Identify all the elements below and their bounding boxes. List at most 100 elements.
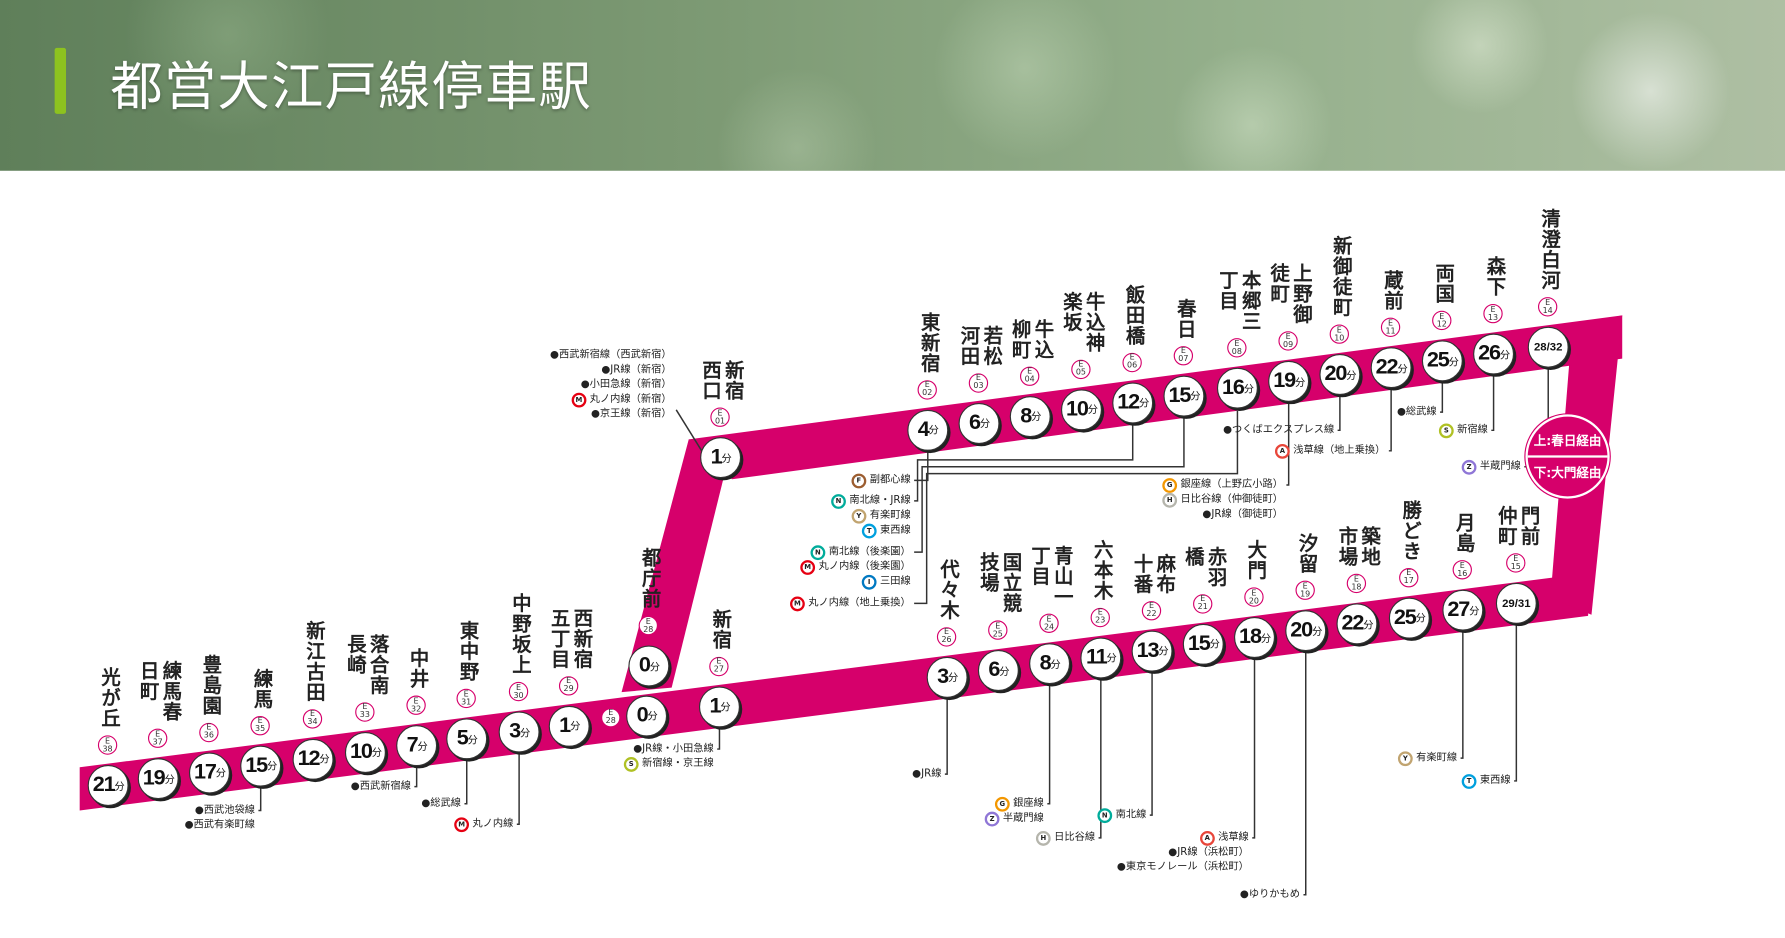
transfer-label: ●総武線	[421, 798, 462, 810]
minutes-unit: 分	[1106, 652, 1117, 664]
minutes-value: 20	[1324, 362, 1347, 387]
transfer-leader	[1252, 658, 1256, 839]
transfer-label: ●西武新宿線	[350, 780, 411, 793]
minutes-value: 1	[709, 694, 721, 719]
transfer-item: ●JR線（御徒町）	[1162, 508, 1283, 523]
transfer-leader	[1286, 402, 1290, 486]
station-name: 牛込神楽坂	[1058, 291, 1105, 353]
station-name: 大門	[1243, 539, 1266, 581]
minutes-value: 21	[92, 772, 116, 797]
transfer-leader	[1149, 671, 1153, 816]
station-number-badge: E 28	[638, 615, 658, 636]
transfer-item: ●JR線	[912, 767, 941, 782]
station-name: 赤羽橋	[1180, 546, 1227, 588]
transfer-label: 東西線	[879, 524, 911, 537]
page-title: 都営大江戸線停車駅	[110, 55, 592, 118]
transfer-group: ●西武池袋線●西武有楽町線	[185, 804, 255, 834]
station-name: 都庁前	[637, 547, 661, 610]
minutes-value: 4	[917, 417, 930, 442]
station-number-badge: E 01	[710, 407, 730, 427]
transfer-label: 有楽町線	[1416, 752, 1458, 764]
line-badge-N-icon: N	[810, 545, 826, 561]
line-badge-M-icon: M	[454, 817, 470, 833]
transfer-label: 新宿線	[1457, 424, 1488, 437]
station-number-badge: E 17	[1399, 567, 1419, 587]
transfer-leader-lines	[258, 367, 1549, 896]
station-number-badge: E 23	[1090, 607, 1110, 627]
minutes-unit: 分	[1499, 349, 1510, 361]
station-number-badge: E 20	[1244, 587, 1264, 607]
transfer-label: 南北線（後楽園）	[828, 546, 911, 558]
station-name: 新宿西口	[697, 359, 744, 401]
station-name: 月島	[1451, 512, 1475, 554]
transfer-label: ●京王線（新宿）	[590, 408, 672, 421]
minutes-value: 0	[638, 653, 651, 678]
transfer-label: 丸ノ内線（新宿）	[589, 393, 672, 406]
transfer-label: ●西武池袋線	[194, 804, 256, 817]
station-number-badge: E 04	[1020, 366, 1040, 386]
minutes-unit: 分	[1190, 390, 1200, 403]
station-name: 練馬	[249, 667, 273, 709]
transfer-leader	[914, 424, 1134, 502]
transfer-item: ●JR線・小田急線	[624, 742, 714, 757]
transfer-item: ●西武池袋線	[185, 804, 255, 819]
minutes-unit: 分	[371, 747, 382, 759]
minutes-value: 16	[1221, 376, 1245, 401]
line-badge-H-icon: H	[1162, 492, 1178, 508]
station-number-badge: E 02	[917, 379, 937, 400]
minutes-unit: 分	[1397, 363, 1407, 375]
transfer-label: ●JR線（新宿）	[601, 364, 672, 376]
station-number-badge: E 18	[1346, 574, 1367, 594]
transfer-item: ●東京モノレール（浜松町）	[1117, 861, 1249, 876]
transfer-leader	[914, 410, 1239, 605]
station-number-badge: E 32	[406, 695, 426, 715]
line-badge-S-icon: S	[623, 757, 639, 772]
line-badge-Z-icon: Z	[1461, 459, 1477, 475]
minutes-value: 19	[142, 766, 166, 791]
transfer-item: ●京王線（新宿）	[550, 408, 672, 423]
transfer-label: 副都心線	[869, 474, 911, 487]
station-name: 練馬春日町	[135, 660, 182, 723]
minutes-unit: 分	[417, 740, 428, 752]
station-number-badge: E 15	[1506, 553, 1526, 574]
station-name: 汐留	[1294, 533, 1318, 575]
transfer-label: ●東京モノレール（浜松町）	[1116, 861, 1249, 874]
minutes-value: 8	[1020, 403, 1032, 428]
minutes-unit: 分	[1209, 639, 1220, 651]
transfer-leader	[464, 759, 468, 805]
transfer-leader	[1440, 381, 1444, 413]
minutes-value: 11	[1085, 644, 1108, 669]
station-number-badge: E 37	[147, 728, 168, 749]
line-badge-A-icon: A	[1274, 443, 1290, 459]
station-minutes: 28/32	[1527, 326, 1569, 368]
line-badge-Y-icon: Y	[851, 508, 867, 524]
minutes-unit: 分	[1469, 605, 1479, 617]
minutes-value: 1	[559, 713, 571, 738]
station-minutes: 29/31	[1495, 583, 1537, 625]
station-name: 春日	[1172, 297, 1196, 339]
line-badge-G-icon: G	[1162, 478, 1178, 493]
title-accent-bar	[54, 47, 67, 114]
line-badge-A-icon: A	[1199, 831, 1215, 846]
station-number-badge: E 36	[199, 722, 219, 742]
station-number-badge: E 03	[968, 373, 989, 393]
minutes-unit: 分	[1448, 356, 1459, 368]
